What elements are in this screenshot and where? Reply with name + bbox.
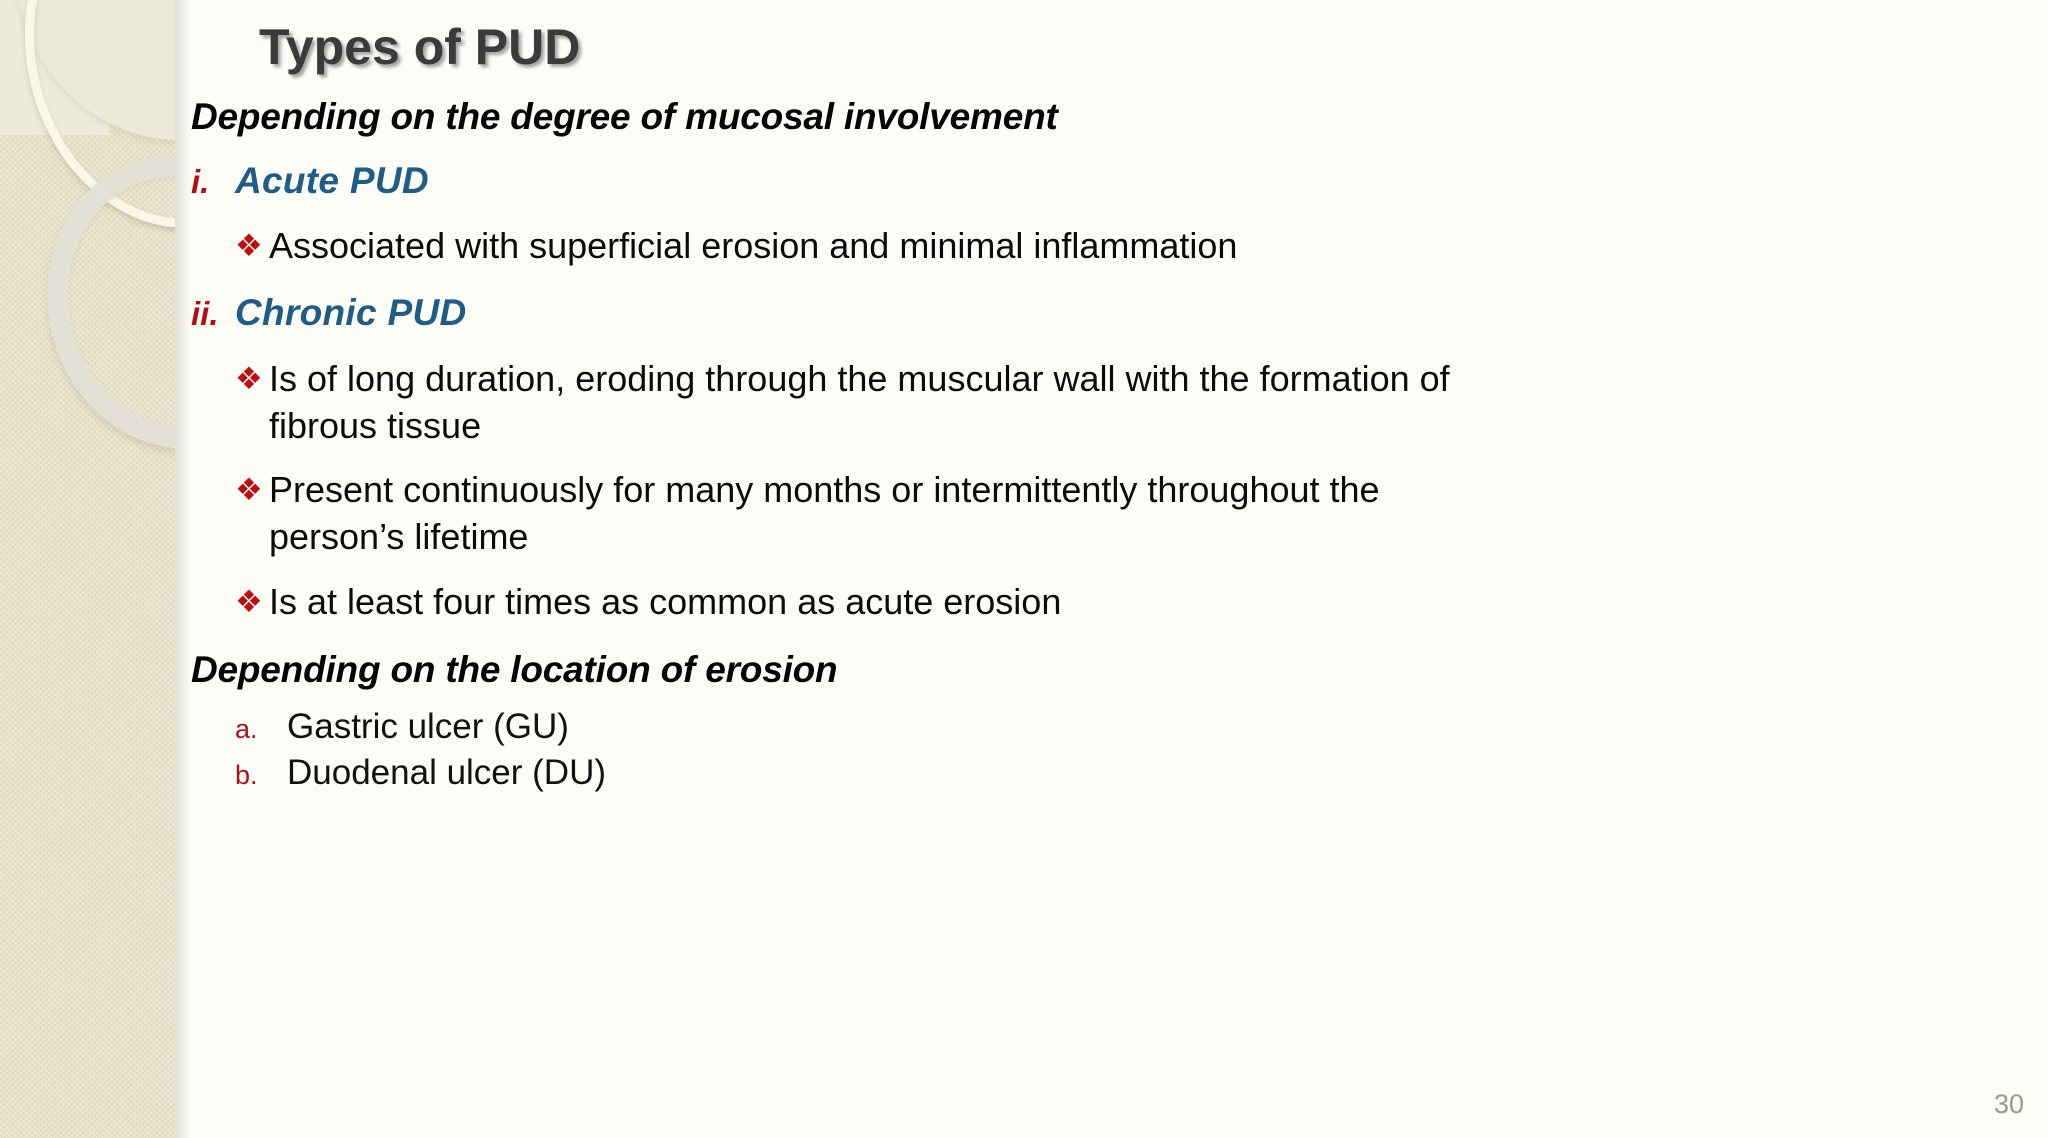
bullet-text: Present continuously for many months or …: [269, 469, 1380, 557]
alpha-marker-b: b.: [235, 760, 258, 790]
slide-content: Types of PUD Depending on the degree of …: [191, 0, 2048, 1138]
alpha-label-gastric-ulcer: Gastric ulcer (GU): [287, 707, 569, 746]
roman-label-chronic-pud: Chronic PUD: [235, 292, 467, 333]
alpha-label-duodenal-ulcer: Duodenal ulcer (DU): [287, 753, 607, 792]
bullet-chronic-long-duration: ❖ Is of long duration, eroding through t…: [235, 355, 1510, 449]
bullet-text: Is at least four times as common as acut…: [269, 581, 1062, 622]
sidebar-edge-shadow: [175, 0, 191, 1138]
bullet-chronic-present-continuously: ❖ Present continuously for many months o…: [235, 466, 1465, 560]
alpha-marker-a: a.: [235, 714, 258, 744]
section-heading-location: Depending on the location of erosion: [191, 649, 838, 690]
bullet-text: Is of long duration, eroding through the…: [269, 358, 1450, 446]
roman-label-acute-pud: Acute PUD: [235, 160, 429, 201]
slide-title: Types of PUD: [259, 19, 581, 75]
roman-marker-ii: ii.: [191, 295, 219, 332]
page-number: 30: [1993, 1089, 2024, 1119]
bullet-text: Associated with superficial erosion and …: [269, 225, 1238, 266]
alpha-item-gastric-ulcer: a. Gastric ulcer (GU): [235, 707, 569, 747]
bullet-acute-associated: ❖ Associated with superficial erosion an…: [235, 222, 1935, 269]
roman-marker-i: i.: [191, 163, 210, 200]
section-heading-degree: Depending on the degree of mucosal invol…: [191, 96, 1058, 137]
diamond-bullet-icon: ❖: [235, 584, 263, 619]
diamond-bullet-icon: ❖: [235, 361, 263, 396]
roman-item-chronic-pud: ii. Chronic PUD: [191, 292, 466, 334]
diamond-bullet-icon: ❖: [235, 228, 263, 263]
roman-item-acute-pud: i. Acute PUD: [191, 160, 429, 202]
alpha-item-duodenal-ulcer: b. Duodenal ulcer (DU): [235, 753, 606, 793]
bullet-chronic-four-times: ❖ Is at least four times as common as ac…: [235, 578, 1935, 625]
decorative-sidebar: [0, 0, 175, 1138]
diamond-bullet-icon: ❖: [235, 472, 263, 507]
sidebar-texture: [0, 0, 175, 1138]
